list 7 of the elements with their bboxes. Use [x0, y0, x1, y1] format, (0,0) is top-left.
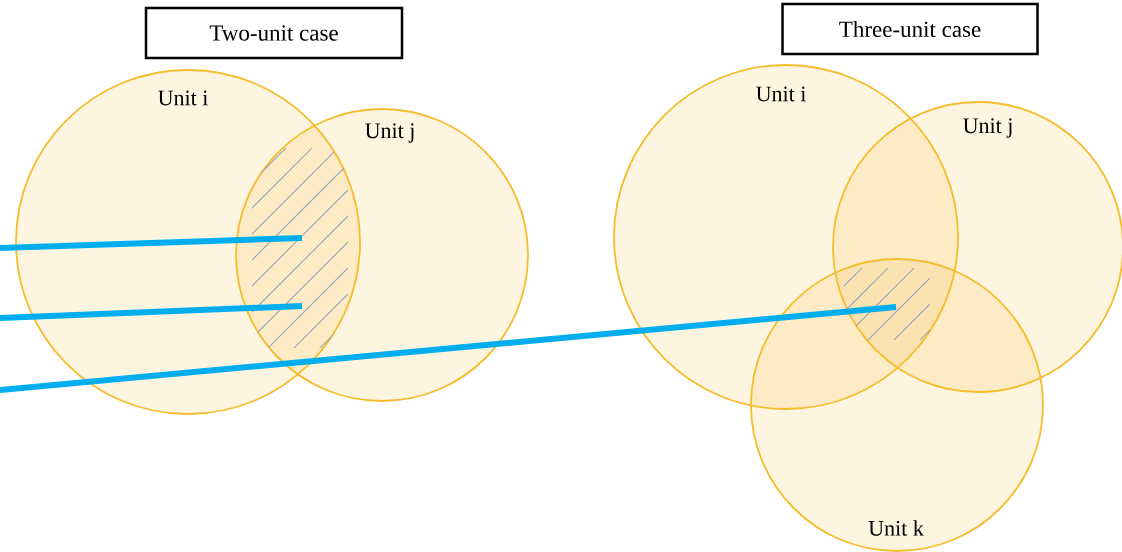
- title-box: Two-unit case: [144, 6, 404, 60]
- title-box: Three-unit case: [781, 2, 1039, 56]
- leader-line: [0, 235, 303, 251]
- leader-line: [0, 304, 897, 393]
- hatched-area: [252, 148, 348, 348]
- hatched-area: [844, 268, 930, 340]
- leader-line: [0, 303, 303, 321]
